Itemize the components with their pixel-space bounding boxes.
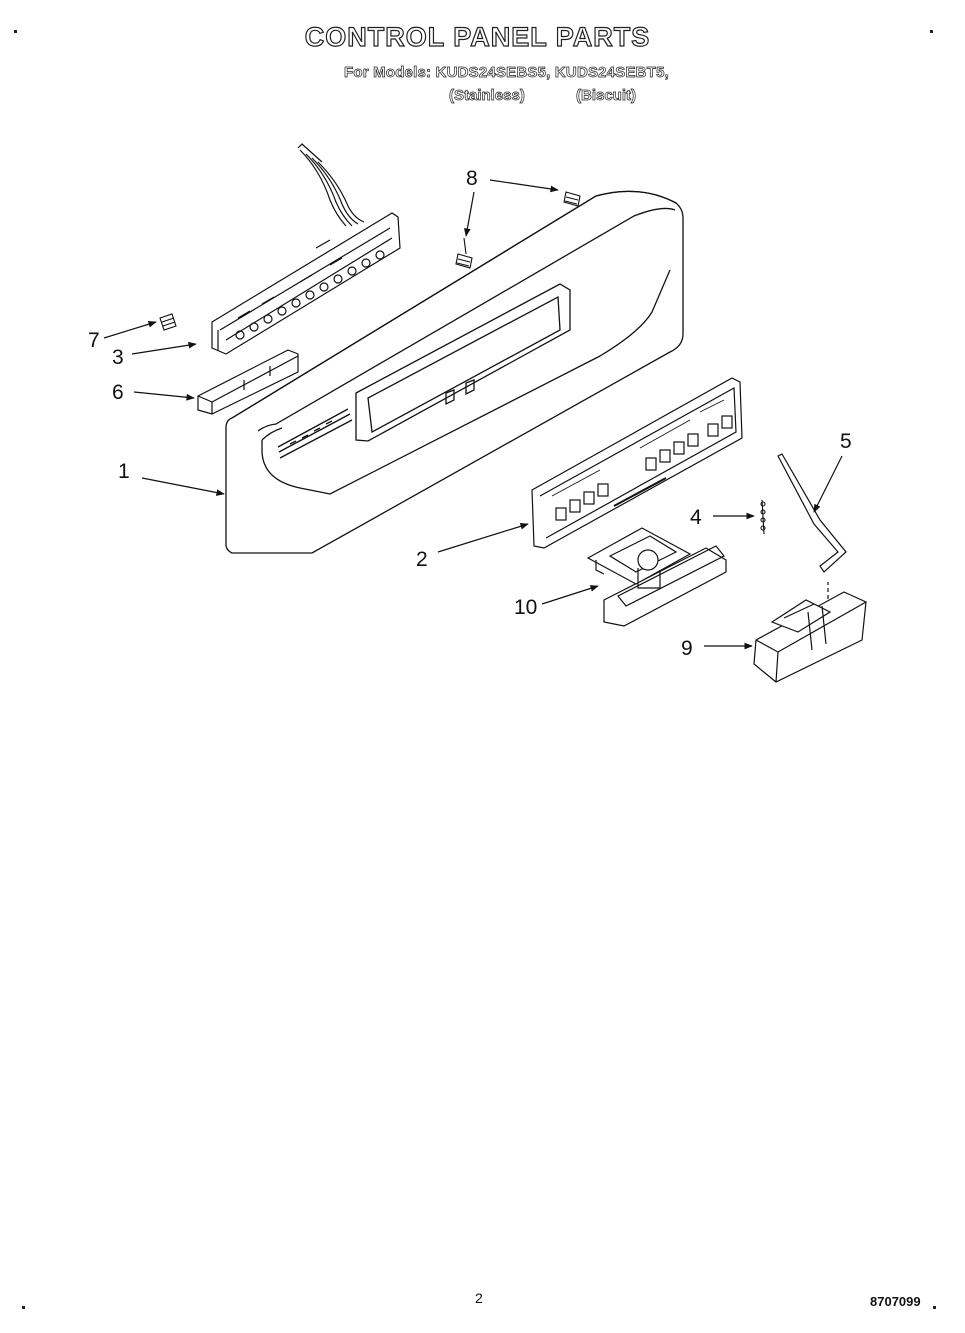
rod-part <box>777 453 847 606</box>
callout-6: 6 <box>112 381 124 404</box>
page-title: CONTROL PANEL PARTS <box>304 21 651 52</box>
corner-mark-bottom-left <box>22 1306 25 1309</box>
corner-mark-top-left <box>14 30 17 33</box>
callout-7: 7 <box>88 329 100 352</box>
finish-stainless: (Stainless) <box>449 87 526 105</box>
document-code: 8707099 <box>870 1294 921 1309</box>
callout-8: 8 <box>466 167 478 190</box>
callout-4: 4 <box>690 506 702 529</box>
control-board-part <box>211 143 401 355</box>
callout-1: 1 <box>118 460 130 483</box>
screw-7-part <box>159 313 177 331</box>
leader-lines <box>103 179 843 650</box>
callout-9: 9 <box>681 637 693 660</box>
callout-3: 3 <box>112 346 124 369</box>
keypad-part <box>531 377 743 549</box>
page-number: 2 <box>475 1290 483 1306</box>
corner-mark-top-right <box>930 30 933 33</box>
callout-10: 10 <box>514 596 537 619</box>
foam-strip-part <box>197 349 299 415</box>
handle-housing-part <box>753 591 867 683</box>
corner-mark-bottom-right <box>933 1306 936 1309</box>
screw-8-part <box>455 191 581 269</box>
models-line: For Models: KUDS24SEBS5, KUDS24SEBT5, <box>344 64 669 82</box>
control-panel-part <box>225 190 684 554</box>
callout-5: 5 <box>840 430 852 453</box>
finish-biscuit: (Biscuit) <box>576 87 637 105</box>
clip-part <box>760 499 766 535</box>
callout-2: 2 <box>416 548 428 571</box>
latch-assembly-part <box>586 527 727 627</box>
